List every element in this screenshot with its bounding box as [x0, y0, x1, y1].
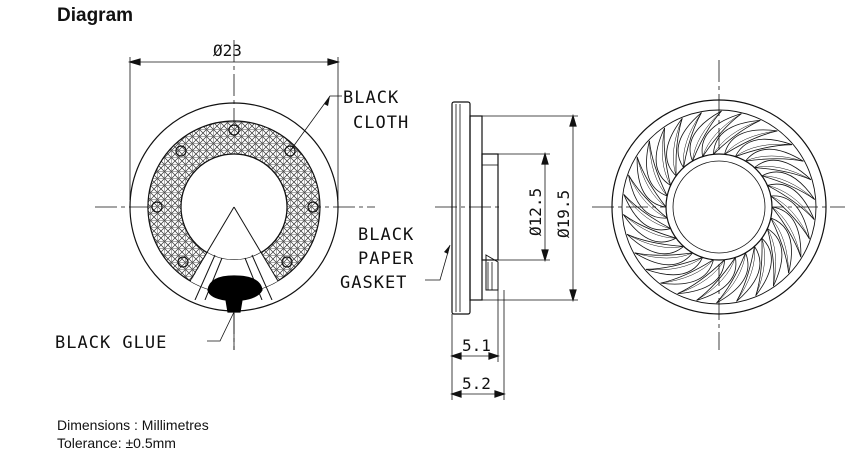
spiral-petal-vein — [645, 257, 703, 271]
inner-diameter-label: Ø12.5 — [526, 188, 545, 236]
spiral-petal — [723, 129, 778, 156]
back-magnet — [481, 153, 499, 261]
spiral-petal — [677, 258, 725, 295]
speaker-body — [469, 115, 483, 301]
spiral-petal-vein — [754, 166, 812, 180]
spiral-petal-vein — [713, 120, 761, 155]
spiral-petal-vein — [696, 257, 736, 301]
spiral-petal — [636, 156, 667, 208]
dimension-notes: Dimensions : Millimetres Tolerance: ±0.5… — [57, 416, 209, 452]
spiral-petal-vein — [623, 214, 677, 239]
back-view — [592, 60, 845, 350]
spiral-petal-vein — [770, 217, 789, 274]
spiral-petal — [628, 174, 669, 219]
spiral-petal — [771, 206, 802, 258]
spiral-petal — [666, 118, 683, 177]
spiral-petal — [734, 138, 793, 158]
spiral-petal-vein — [662, 127, 671, 186]
spiral-petal-vein — [623, 194, 671, 229]
gasket-label-2: PAPER — [358, 249, 414, 269]
spiral-petal-vein — [682, 112, 702, 168]
spiral-petal-vein — [770, 195, 810, 240]
spiral-petal-vein — [660, 259, 714, 284]
black-glue-label: BLACK GLUE — [55, 333, 167, 353]
spiral-petal-vein — [692, 110, 722, 162]
outer-diameter-label: Ø19.5 — [554, 190, 573, 238]
black-cloth-label-1: BLACK — [343, 88, 399, 108]
spiral-petal-vein — [767, 185, 815, 220]
spiral-petal-vein — [677, 259, 725, 294]
spiral-petal-vein — [771, 206, 802, 258]
spiral-petal-vein — [767, 228, 776, 287]
spiral-petal — [660, 258, 715, 285]
back-outer-rim — [611, 99, 827, 315]
spiral-petal-vein — [673, 118, 683, 176]
spiral-petal-vein — [761, 175, 815, 200]
spiral-petal — [634, 252, 694, 266]
spiral-petal — [755, 237, 772, 296]
overall-diameter-label: Ø23 — [213, 41, 242, 60]
spiral-diaphragm-pattern — [622, 110, 816, 304]
spiral-petal-vein — [716, 252, 746, 304]
spiral-petal — [744, 148, 804, 162]
spiral-petal-vein — [649, 140, 668, 197]
diagram-title: Diagram — [57, 5, 134, 26]
depth-label-2: 5.2 — [462, 374, 491, 393]
spiral-petal-vein — [755, 238, 765, 296]
spiral-petal-vein — [735, 143, 793, 157]
spiral-petal-vein — [745, 155, 804, 162]
front-flange — [451, 101, 471, 315]
gasket-label-1: BLACK — [358, 225, 414, 245]
spiral-petal — [645, 256, 704, 276]
gasket-label-3: GASKET — [340, 273, 407, 293]
spiral-petal-vein — [724, 130, 778, 155]
spiral-petal-vein — [634, 252, 693, 259]
spiral-petal-vein — [702, 113, 742, 157]
spiral-petal-vein — [636, 156, 667, 208]
depth-label-1: 5.1 — [462, 336, 491, 355]
spiral-petal — [713, 119, 761, 156]
spiral-petal-vein — [736, 246, 756, 302]
black-cloth-label-2: CLOTH — [353, 113, 409, 133]
back-inner-ring — [665, 153, 773, 261]
side-view — [425, 101, 578, 400]
black-glue-blob — [207, 275, 263, 313]
spiral-petal-vein — [628, 174, 668, 219]
front-view — [95, 40, 375, 350]
units-note: Dimensions : Millimetres — [57, 417, 209, 433]
tolerance-note: Tolerance: ±0.5mm — [57, 435, 176, 451]
spiral-petal-vein — [626, 234, 684, 248]
spiral-petal — [769, 195, 810, 240]
